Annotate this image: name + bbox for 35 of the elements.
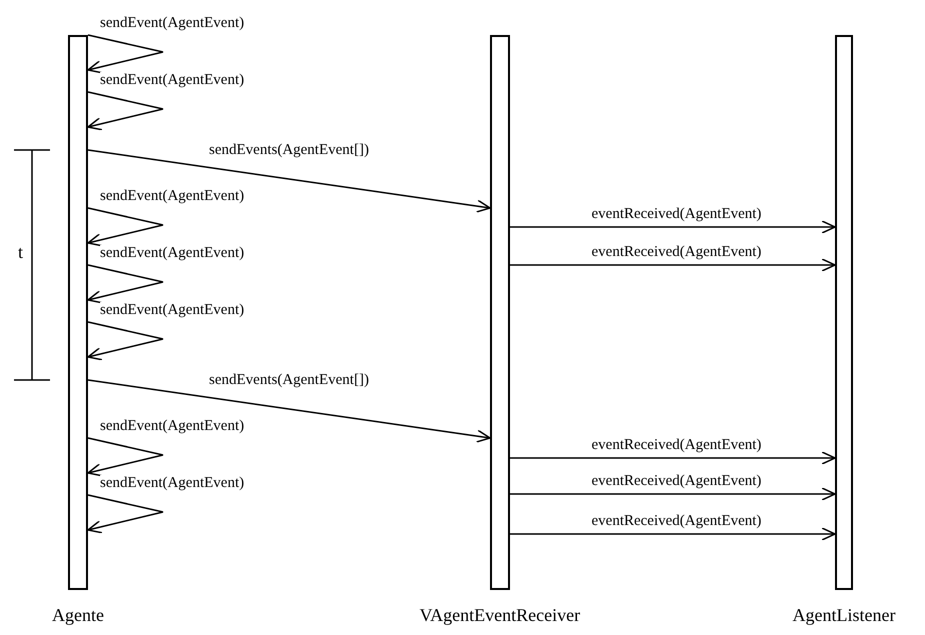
- message-arrow: [510, 527, 836, 541]
- message-arrow: [510, 258, 836, 272]
- lifeline-bar: [835, 35, 853, 590]
- self-message-arrow: [87, 207, 164, 247]
- edge-label: sendEvents(AgentEvent[]): [209, 142, 369, 158]
- self-message-arrow: [87, 494, 164, 534]
- self-message-arrow: [87, 91, 164, 131]
- edge-label: sendEvent(AgentEvent): [100, 15, 244, 31]
- edge-label: sendEvent(AgentEvent): [100, 418, 244, 434]
- self-message-arrow: [87, 34, 164, 74]
- edge-label: eventReceived(AgentEvent): [592, 513, 762, 529]
- lifeline-bar: [490, 35, 510, 590]
- edge-label: eventReceived(AgentEvent): [592, 206, 762, 222]
- self-message-arrow: [87, 437, 164, 477]
- edge-label: sendEvent(AgentEvent): [100, 72, 244, 88]
- message-arrow: [88, 149, 491, 213]
- message-arrow: [510, 451, 836, 465]
- message-arrow: [88, 379, 491, 443]
- edge-label: sendEvent(AgentEvent): [100, 475, 244, 491]
- edge-label: sendEvent(AgentEvent): [100, 302, 244, 318]
- edge-label: eventReceived(AgentEvent): [592, 437, 762, 453]
- edge-label: sendEvent(AgentEvent): [100, 245, 244, 261]
- dimension-label: t: [18, 242, 24, 263]
- edge-label: eventReceived(AgentEvent): [592, 473, 762, 489]
- self-message-arrow: [87, 321, 164, 361]
- edge-label: eventReceived(AgentEvent): [592, 244, 762, 260]
- message-arrow: [510, 220, 836, 234]
- lifeline-label: VAgentEventReceiver: [420, 605, 580, 626]
- lifeline-label: AgentListener: [792, 605, 896, 626]
- lifeline-bar: [68, 35, 88, 590]
- edge-label: sendEvents(AgentEvent[]): [209, 372, 369, 388]
- edge-label: sendEvent(AgentEvent): [100, 188, 244, 204]
- self-message-arrow: [87, 264, 164, 304]
- lifeline-label: Agente: [52, 605, 104, 626]
- message-arrow: [510, 487, 836, 501]
